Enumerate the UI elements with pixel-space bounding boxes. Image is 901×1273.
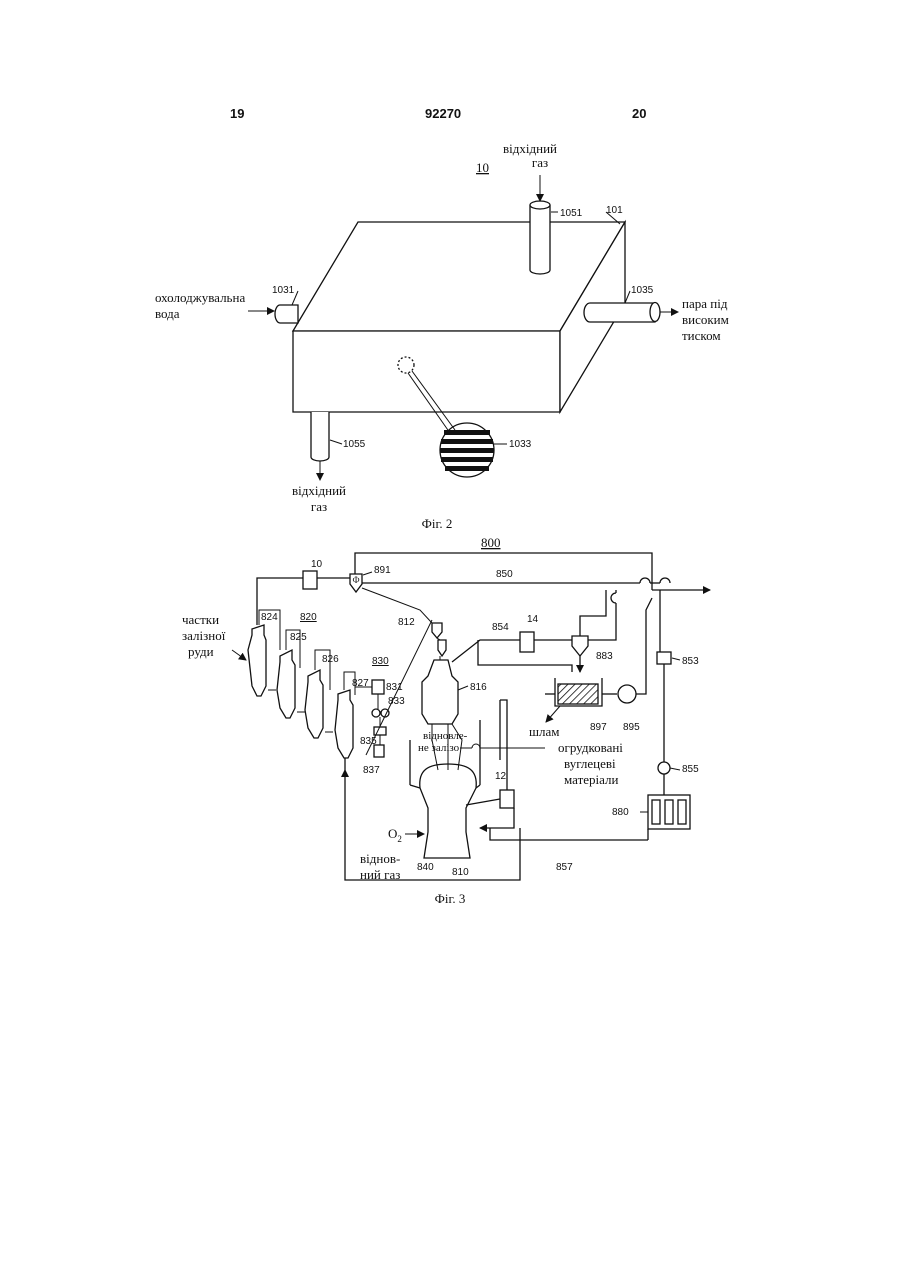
ref-835: 835	[360, 736, 377, 747]
melter-gasifier-810	[420, 764, 477, 858]
scrubber-883	[572, 636, 588, 656]
reactor-825	[277, 650, 295, 718]
fig3-ref-main: 800	[481, 535, 501, 550]
sludge-arrow	[546, 706, 560, 722]
fig2-cooling-label-1: охолоджувальна	[155, 290, 245, 305]
ore-input-arrow	[232, 650, 246, 660]
compressor-855	[658, 762, 670, 774]
leader-1055	[330, 440, 342, 444]
fig2-cooling-label-2: вода	[155, 306, 180, 321]
ref-855: 855	[682, 764, 699, 775]
fig3-coal-label-2: вуглецеві	[564, 756, 616, 771]
vessel-816	[422, 660, 458, 724]
fig3-ore-label-2: залізної	[182, 628, 226, 643]
ref-825: 825	[290, 632, 307, 643]
fig3-ore-label-3: руди	[188, 644, 214, 659]
cooling-water-pipe	[275, 305, 298, 323]
ref-1033: 1033	[509, 439, 532, 450]
line-854	[452, 640, 520, 662]
reactor-826	[305, 670, 323, 738]
unit-853	[657, 652, 671, 664]
unit-14	[520, 632, 534, 652]
ref-880: 880	[612, 807, 629, 818]
ref-810: 810	[452, 867, 469, 878]
exhaust-outlet-pipe	[311, 412, 329, 461]
unit-835	[374, 727, 386, 735]
fig2-ref-main: 10	[476, 160, 489, 175]
figure-3: Ф	[182, 535, 710, 906]
ref-812: 812	[398, 617, 415, 628]
svg-text:Ф: Ф	[352, 575, 359, 585]
ref-1035: 1035	[631, 285, 654, 296]
steam-outlet-pipe-end	[650, 303, 660, 322]
unit-831	[372, 680, 384, 694]
fig2-steam-label-1: пара під	[682, 296, 728, 311]
hopper-812b	[438, 640, 446, 656]
detail-tubes	[440, 430, 494, 471]
ref-850: 850	[496, 569, 513, 580]
fig2-caption: Фіг. 2	[422, 516, 453, 531]
roller-833a	[372, 709, 380, 717]
unit-12	[500, 790, 514, 808]
ref-14: 14	[527, 614, 539, 625]
ref-831: 831	[386, 682, 403, 693]
steam-outlet-pipe	[584, 303, 655, 322]
ref-830: 830	[372, 656, 389, 667]
ref-857: 857	[556, 862, 573, 873]
fig3-reducing-gas-label-2: ний газ	[360, 867, 400, 882]
fig2-exhaust-in-label-1: відхідний	[503, 141, 557, 156]
reactor-824	[248, 625, 266, 696]
ref-820: 820	[300, 612, 317, 623]
fig3-ore-label-1: частки	[182, 612, 219, 627]
fig3-reduced-iron-label-2: не залізо	[418, 742, 460, 754]
line-857	[490, 828, 648, 840]
fig3-coal-label-3: матеріали	[564, 772, 619, 787]
ref-10: 10	[311, 559, 323, 570]
ref-1031: 1031	[272, 285, 295, 296]
ref-827: 827	[352, 678, 369, 689]
ref-895: 895	[623, 722, 640, 733]
fig3-reducing-gas-label-1: віднов-	[360, 851, 400, 866]
fig2-steam-label-3: тиском	[682, 328, 721, 343]
ref-826: 826	[322, 654, 339, 665]
ref-101: 101	[606, 205, 623, 216]
fig3-coal-label-1: огрудковані	[558, 740, 623, 755]
pump-895	[618, 685, 636, 703]
reactor-827	[335, 690, 353, 758]
leader-1035	[625, 291, 630, 303]
ref-824: 824	[261, 612, 278, 623]
fig2-exhaust-out-label-2: газ	[311, 499, 327, 514]
ref-853: 853	[682, 656, 699, 667]
fig3-oxygen-label: O2	[388, 826, 402, 844]
ref-12: 12	[495, 771, 507, 782]
ref-883: 883	[596, 651, 613, 662]
fig3-caption: Фіг. 3	[435, 891, 466, 906]
crossover-850	[640, 578, 650, 583]
fig2-steam-label-2: високим	[682, 312, 729, 327]
figure-2: відхідний газ 10 1051 101 охолоджувальна…	[155, 141, 729, 531]
ref-837: 837	[363, 765, 380, 776]
settling-tank-897	[558, 684, 598, 704]
ref-891: 891	[374, 565, 391, 576]
unit-10	[303, 571, 317, 589]
ref-816: 816	[470, 682, 487, 693]
exhaust-inlet-pipe	[530, 205, 550, 274]
fig3-sludge-label: шлам	[529, 724, 560, 739]
exhaust-inlet-pipe-top	[530, 201, 550, 209]
ref-897: 897	[590, 722, 607, 733]
ref-854: 854	[492, 622, 509, 633]
fig3-reduced-iron-label-1: відновле-	[423, 730, 468, 742]
fig2-exhaust-out-label-1: відхідний	[292, 483, 346, 498]
hopper-812a	[432, 623, 442, 638]
ref-1055: 1055	[343, 439, 366, 450]
ref-1051: 1051	[560, 208, 583, 219]
ref-833: 833	[388, 696, 405, 707]
ref-840: 840	[417, 862, 434, 873]
line-891-to-812	[362, 588, 432, 623]
fig2-exhaust-in-label-2: газ	[532, 155, 548, 170]
